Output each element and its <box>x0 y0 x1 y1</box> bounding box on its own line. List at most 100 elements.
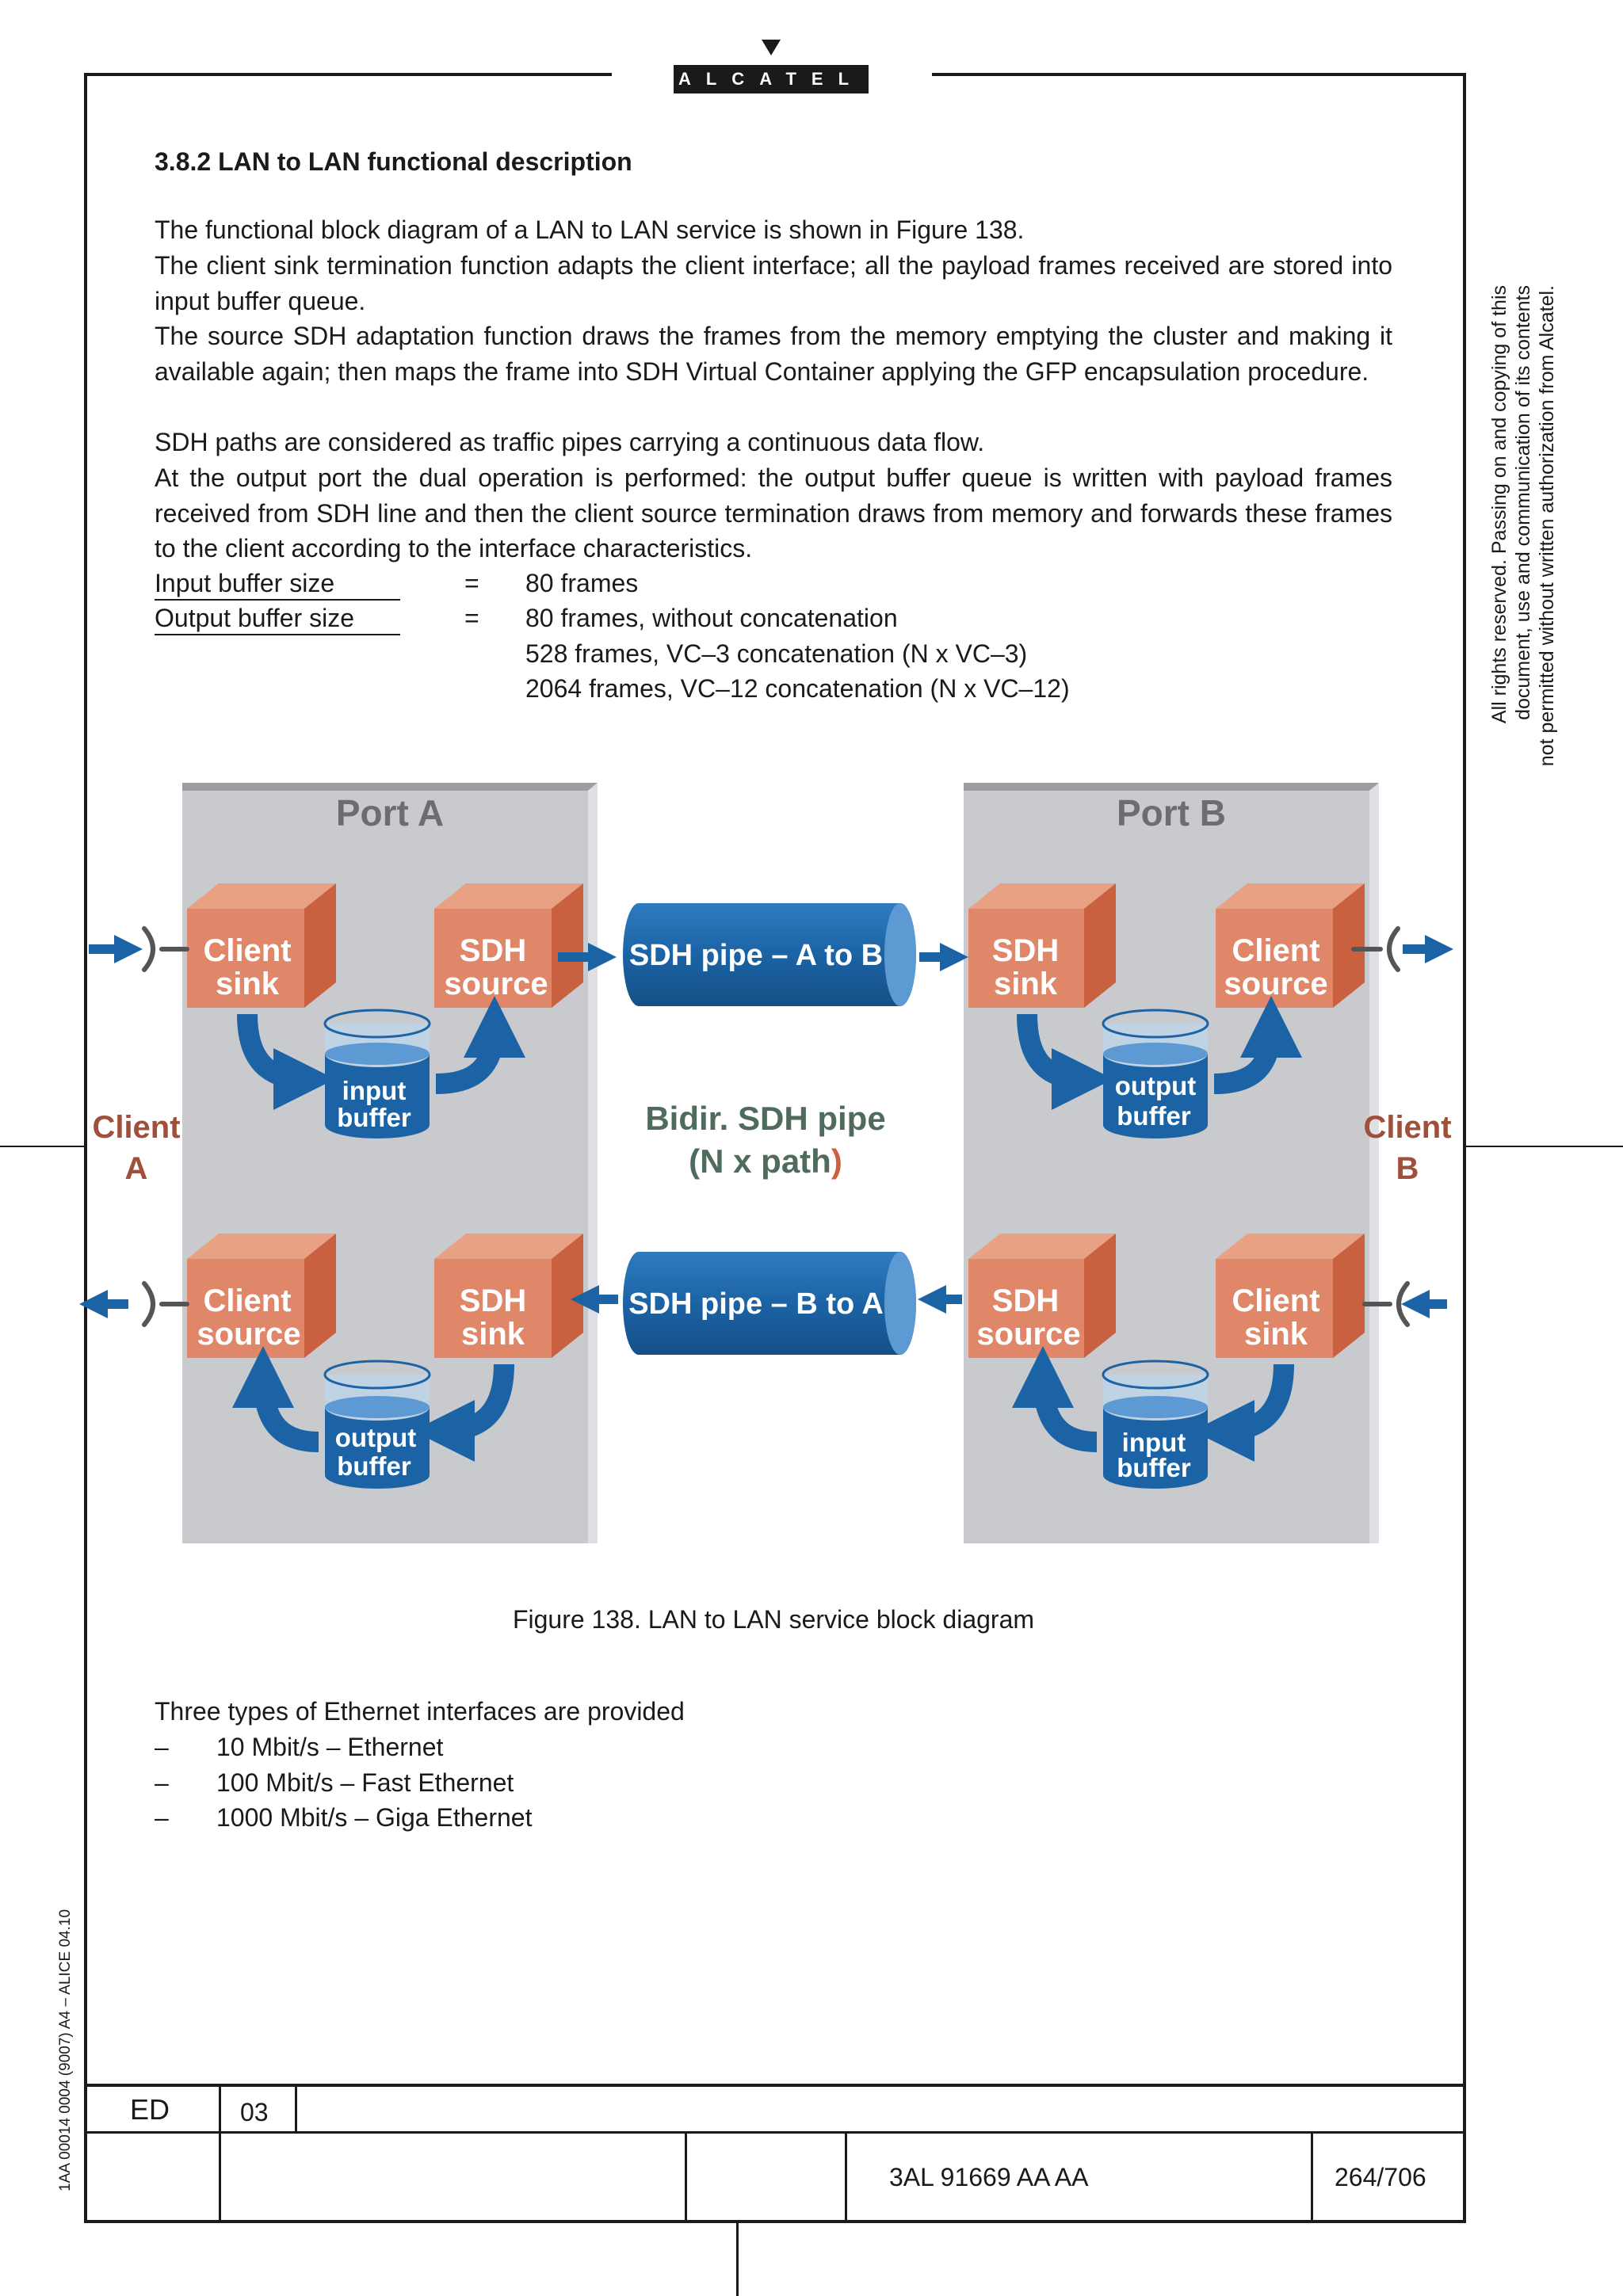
buffer-a-top-line-2: buffer <box>337 1103 411 1132</box>
curved-arrow-b-clientsink-to-buffer <box>1193 1363 1294 1462</box>
paragraph-5: At the output port the dual operation is… <box>155 463 1392 563</box>
frame-left <box>84 73 87 2223</box>
block-b-sdh-sink-line-2: sink <box>994 967 1058 1001</box>
block-b-sdh-sink-line-1: SDH <box>992 933 1059 968</box>
connector-a-in-icon <box>142 926 189 972</box>
frame-top-right <box>932 73 1466 76</box>
block-b-client-source-line-1: Client <box>1232 933 1319 968</box>
rights-notice: All rights reserved. Passing on and copy… <box>1487 285 1559 800</box>
cube-b-client-sink: Client sink <box>1216 1234 1365 1358</box>
figure-caption: Figure 138. LAN to LAN service block dia… <box>512 1605 1035 1634</box>
rights-notice-line-2: document, use and communication of its c… <box>1512 285 1534 720</box>
interfaces-intro: Three types of Ethernet interfaces are p… <box>155 1697 685 1726</box>
section-heading: 3.8.2 LAN to LAN functional description <box>155 147 632 176</box>
curved-arrow-b-sdhsink-to-buffer <box>1017 1013 1113 1110</box>
footer-page-number: 264/706 <box>1335 2163 1426 2191</box>
buffer-b-bottom-line-1: input <box>1122 1428 1186 1457</box>
footer-col-1 <box>219 2084 221 2222</box>
block-b-client-sink-line-1: Client <box>1232 1283 1319 1318</box>
lan-to-lan-block-diagram: Port A Port B Client A Client B Bidir. S… <box>79 783 1453 1543</box>
pipe-a-to-b: SDH pipe – A to B <box>623 903 916 1006</box>
curved-arrow-a-buffer-to-source <box>435 996 525 1094</box>
input-buffer-row: Input buffer size <box>155 567 400 601</box>
connector-b-out-icon <box>1351 926 1400 972</box>
footer-ed-label: ED <box>130 2093 170 2126</box>
footer-col-3 <box>685 2131 687 2222</box>
paragraph-3: The source SDH adaptation function draws… <box>155 322 1392 386</box>
client-a-label-line-2: A <box>125 1151 148 1186</box>
list-dash-1: – <box>155 1733 169 1761</box>
block-b-sdh-source-line-1: SDH <box>992 1283 1059 1318</box>
list-dash-3: – <box>155 1803 169 1832</box>
output-buffer-label: Output buffer size <box>155 602 400 635</box>
center-label-line-1: Bidir. SDH pipe <box>645 1100 885 1137</box>
margin-mark-left <box>0 1146 84 1147</box>
output-buffer-row: Output buffer size <box>155 602 400 635</box>
buffer-b-bottom: input buffer <box>1102 1360 1209 1489</box>
margin-code: 1AA 00014 0004 (9007) A4 – ALICE 04.10 <box>57 1909 74 2191</box>
equals-2: = <box>464 604 479 632</box>
buffer-b-top-line-2: buffer <box>1117 1101 1191 1131</box>
block-a-client-sink-line-2: sink <box>216 967 280 1001</box>
buffer-a-bottom-line-2: buffer <box>337 1451 411 1481</box>
buffer-b-bottom-line-2: buffer <box>1117 1453 1191 1482</box>
block-a-sdh-source-line-1: SDH <box>460 933 526 968</box>
center-label-paren: ) <box>831 1142 842 1180</box>
input-buffer-value: 80 frames <box>525 569 639 597</box>
alcatel-logo: ALCATEL <box>674 65 869 93</box>
cube-b-sdh-sink: SDH sink <box>968 883 1116 1008</box>
buffer-b-top: output buffer <box>1102 1009 1209 1138</box>
center-label-line-2: (N x path) <box>689 1142 842 1180</box>
list-dash-2: – <box>155 1768 169 1797</box>
connector-a-out-icon <box>142 1281 189 1327</box>
block-b-client-source-line-2: source <box>1224 967 1327 1001</box>
paragraph-1: The functional block diagram of a LAN to… <box>155 215 1025 244</box>
buffer-a-bottom-line-1: output <box>335 1423 417 1452</box>
center-label-n-path: (N x path <box>689 1142 831 1180</box>
output-buffer-value-3: 2064 frames, VC–12 concatenation (N x VC… <box>525 674 1070 703</box>
cube-b-sdh-source: SDH source <box>968 1234 1116 1358</box>
client-b-label-line-1: Client <box>1363 1110 1451 1145</box>
footer-doc-number: 3AL 91669 AA AA <box>889 2163 1089 2191</box>
footer-top-line <box>84 2084 1466 2087</box>
input-buffer-label: Input buffer size <box>155 567 400 601</box>
cube-a-client-sink: Client sink <box>187 883 336 1008</box>
footer-col-5 <box>1311 2131 1313 2222</box>
cube-a-sdh-sink: SDH sink <box>434 1234 583 1358</box>
footer-mid-line <box>84 2131 1466 2134</box>
curved-arrow-a-buffer-to-clientsource <box>232 1346 319 1452</box>
list-item-1: 10 Mbit/s – Ethernet <box>216 1733 444 1761</box>
rights-notice-line-3: not permitted without written authorizat… <box>1536 285 1558 767</box>
pipe-b-to-a-label: SDH pipe – B to A <box>628 1287 884 1321</box>
connector-b-in-icon <box>1362 1281 1410 1327</box>
cube-a-client-source: Client source <box>187 1234 336 1358</box>
output-buffer-value-2: 528 frames, VC–3 concatenation (N x VC–3… <box>525 639 1028 668</box>
port-a-title: Port A <box>336 792 444 833</box>
list-item-2: 100 Mbit/s – Fast Ethernet <box>216 1768 514 1797</box>
buffer-b-top-line-1: output <box>1115 1071 1197 1100</box>
logo-triangle-icon <box>762 40 781 55</box>
output-buffer-value-1: 80 frames, without concatenation <box>525 604 898 632</box>
block-a-sdh-source-line-2: source <box>444 967 548 1001</box>
footer-col-2 <box>295 2084 297 2133</box>
port-b-title: Port B <box>1117 792 1226 833</box>
pipe-a-to-b-label: SDH pipe – A to B <box>629 939 883 972</box>
frame-right <box>1463 73 1466 2223</box>
rights-notice-line-1: All rights reserved. Passing on and copy… <box>1488 285 1510 724</box>
footer-ed-value: 03 <box>240 2098 269 2126</box>
block-a-client-sink-line-1: Client <box>203 933 291 968</box>
buffer-a-top-line-1: input <box>342 1076 407 1105</box>
cube-b-client-source: Client source <box>1216 883 1365 1008</box>
frame-top-left <box>84 73 612 76</box>
cube-a-sdh-source: SDH source <box>434 883 583 1008</box>
curved-arrow-a-sink-to-buffer <box>237 1013 335 1110</box>
block-a-sdh-sink-line-2: sink <box>461 1317 525 1352</box>
paragraph-4: SDH paths are considered as traffic pipe… <box>155 428 985 456</box>
buffer-a-bottom: output buffer <box>323 1360 431 1489</box>
curved-arrow-a-sdhsink-to-buffer <box>413 1363 514 1462</box>
buffer-a-top: input buffer <box>323 1009 431 1138</box>
curved-arrow-b-buffer-to-clientsource <box>1213 996 1302 1094</box>
block-a-client-source-line-2: source <box>197 1317 300 1352</box>
client-a-label-line-1: Client <box>92 1110 180 1145</box>
margin-mark-right <box>1466 1146 1623 1147</box>
